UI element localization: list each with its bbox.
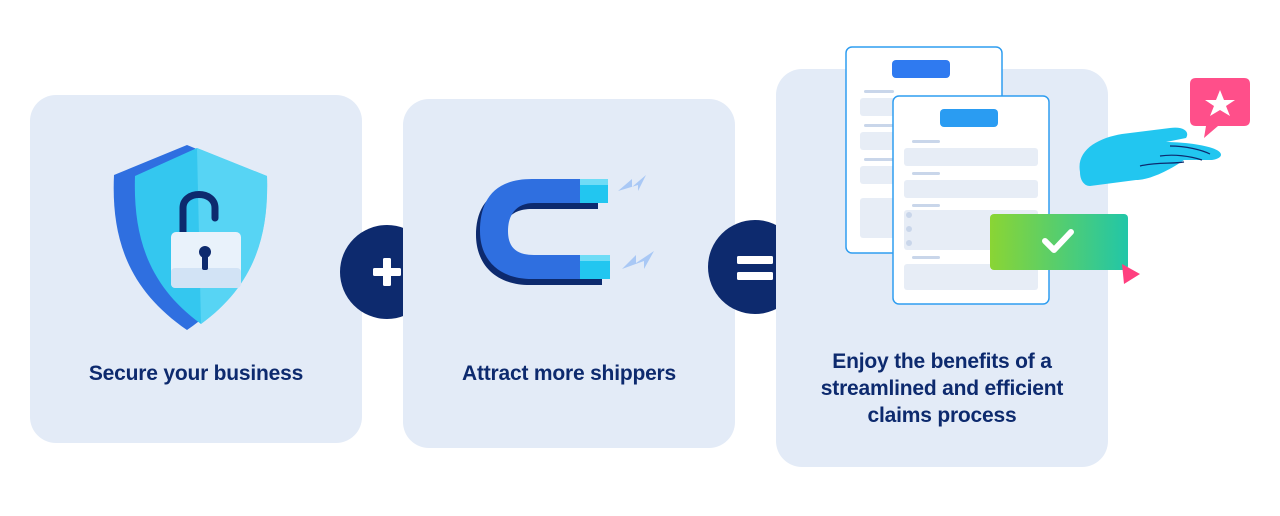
step-label-attract: Attract more shippers: [461, 362, 677, 385]
magnet-icon: [476, 175, 654, 285]
step-label-secure: Secure your business: [88, 362, 304, 385]
shield-lock-icon: [113, 145, 268, 330]
step-card-secure: Secure your business: [30, 95, 362, 443]
step-label-benefits: Enjoy the benefits of a streamlined and …: [820, 350, 1064, 427]
step-card-attract: Attract more shippers: [403, 99, 735, 448]
equals-icon: [737, 256, 773, 280]
plus-icon: [373, 258, 401, 286]
claims-documents-icon: [845, 46, 1250, 305]
